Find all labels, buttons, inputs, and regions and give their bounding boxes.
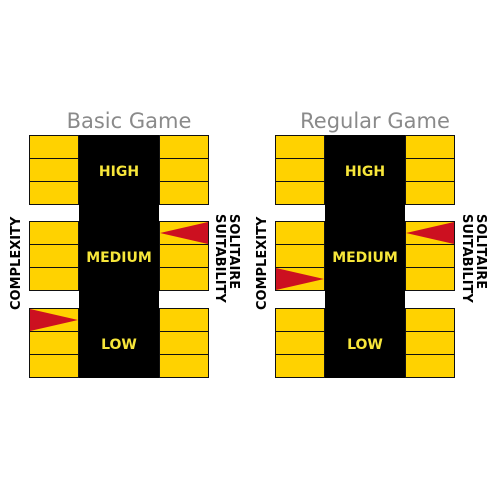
- complexity-cell: [29, 181, 79, 205]
- complexity-cell: [275, 181, 325, 205]
- complexity-cell: [29, 158, 79, 182]
- complexity-cell: [29, 244, 79, 268]
- complexity-cell: [275, 158, 325, 182]
- complexity-cell: [275, 331, 325, 355]
- solitaire-cell: [405, 267, 455, 291]
- solitaire-cell: [159, 308, 209, 332]
- complexity-cell: [29, 331, 79, 355]
- solitaire-label-line2: SUITABILITY: [212, 214, 227, 303]
- level-low: LOW: [101, 337, 137, 353]
- solitaire-label-line1: SOLITAIRE: [473, 214, 488, 290]
- level-medium: MEDIUM: [332, 250, 398, 266]
- complexity-label: COMPLEXITY: [9, 216, 24, 310]
- complexity-cell: [275, 135, 325, 159]
- solitaire-cell: [159, 244, 209, 268]
- solitaire-cell: [159, 267, 209, 291]
- panel-title: Basic Game: [66, 109, 192, 133]
- complexity-cell: [275, 354, 325, 378]
- complexity-cell: [275, 308, 325, 332]
- panel-title: Regular Game: [300, 109, 450, 133]
- solitaire-label: SOLITAIRE SUITABILITY: [212, 214, 241, 303]
- solitaire-marker-icon: [406, 222, 454, 244]
- level-column: HIGH MEDIUM LOW: [79, 135, 159, 378]
- solitaire-cell: [159, 331, 209, 355]
- complexity-column: [29, 135, 79, 378]
- basic-game-panel: Basic Game HIGH MEDIUM LOW: [29, 108, 229, 378]
- complexity-column: [275, 135, 325, 378]
- complexity-cell: [29, 221, 79, 245]
- level-high: HIGH: [344, 164, 386, 180]
- solitaire-cell: [405, 308, 455, 332]
- level-medium: MEDIUM: [86, 250, 152, 266]
- solitaire-column: [405, 135, 455, 378]
- solitaire-cell: [405, 135, 455, 159]
- solitaire-cell: [405, 181, 455, 205]
- solitaire-label-line1: SOLITAIRE: [226, 214, 241, 290]
- solitaire-cell: [405, 244, 455, 268]
- solitaire-cell: [405, 331, 455, 355]
- regular-game-panel: Regular Game HIGH MEDIUM LOW: [275, 108, 475, 378]
- complexity-label: COMPLEXITY: [255, 216, 270, 310]
- solitaire-column: [159, 135, 209, 378]
- solitaire-cell: [405, 354, 455, 378]
- complexity-marker-icon: [276, 268, 324, 290]
- level-low: LOW: [347, 337, 383, 353]
- complexity-cell: [29, 135, 79, 159]
- solitaire-cell: [159, 181, 209, 205]
- complexity-cell: [29, 354, 79, 378]
- level-high: HIGH: [98, 164, 140, 180]
- complexity-cell: [29, 267, 79, 291]
- solitaire-cell: [159, 354, 209, 378]
- solitaire-label-line2: SUITABILITY: [459, 214, 474, 303]
- solitaire-cell: [159, 158, 209, 182]
- level-column: HIGH MEDIUM LOW: [325, 135, 405, 378]
- solitaire-cell: [159, 135, 209, 159]
- complexity-marker-icon: [30, 309, 78, 331]
- solitaire-marker-icon: [160, 222, 208, 244]
- complexity-cell: [275, 221, 325, 245]
- complexity-cell: [275, 244, 325, 268]
- solitaire-label: SOLITAIRE SUITABILITY: [459, 214, 488, 303]
- solitaire-cell: [405, 158, 455, 182]
